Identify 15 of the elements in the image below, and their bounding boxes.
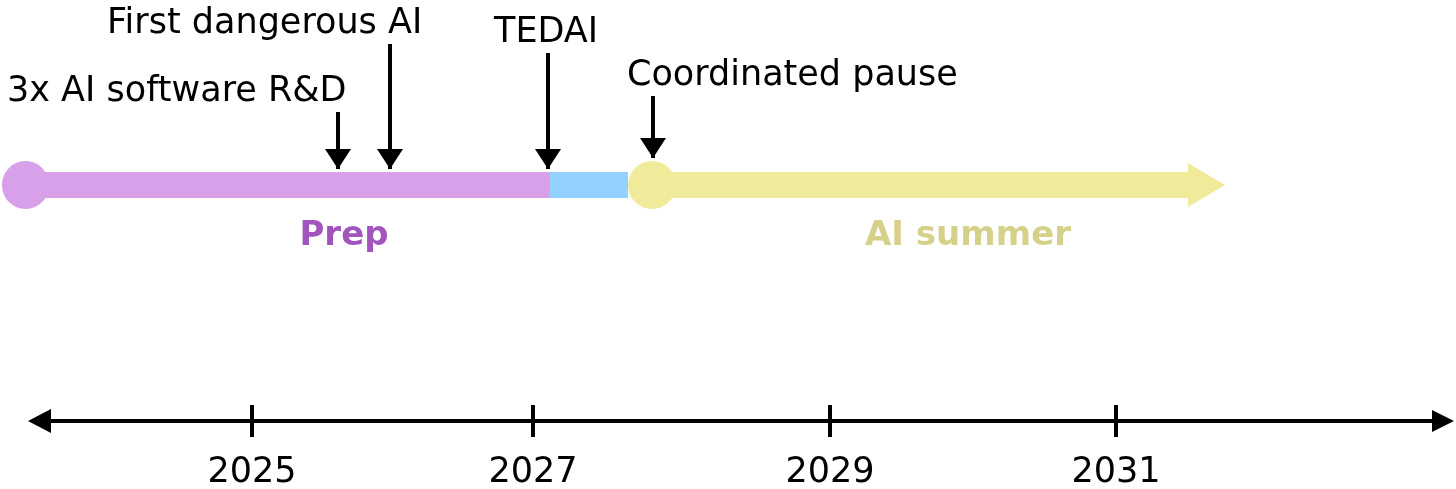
milestone-label: Coordinated pause: [627, 52, 958, 94]
milestone-label: TEDAI: [494, 9, 599, 51]
phase-label: Prep: [299, 213, 389, 254]
phase-label: AI summer: [865, 213, 1071, 254]
year-label: 2025: [207, 453, 297, 488]
year-label: 2029: [785, 453, 875, 488]
milestone-label: 3x AI software R&D: [7, 68, 347, 110]
arrow: [325, 112, 351, 169]
phase-bar: [550, 172, 628, 198]
arrow: [640, 96, 666, 158]
milestone-label: First dangerous AI: [107, 0, 423, 42]
arrow: [535, 53, 561, 169]
year-label: 2027: [488, 453, 578, 488]
year-label: 2031: [1071, 453, 1161, 488]
arrow: [377, 44, 403, 169]
